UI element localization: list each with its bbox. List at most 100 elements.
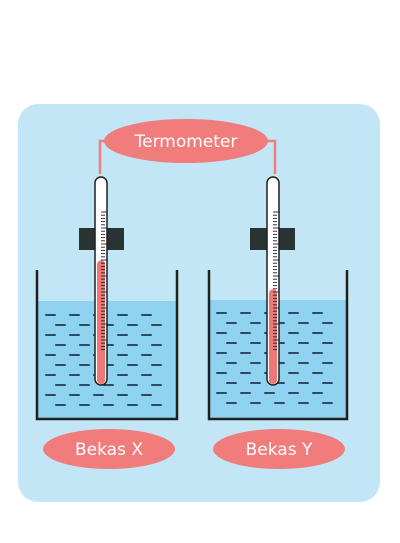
water-mark bbox=[117, 314, 128, 316]
water-mark bbox=[312, 372, 323, 374]
water-mark bbox=[151, 364, 162, 366]
water-mark bbox=[288, 312, 299, 314]
water-mark bbox=[151, 384, 162, 386]
water-mark bbox=[240, 372, 251, 374]
water-mark bbox=[151, 324, 162, 326]
water-mark bbox=[127, 404, 138, 406]
water-mark bbox=[250, 402, 261, 404]
water-mark bbox=[79, 344, 90, 346]
water-mark bbox=[45, 334, 56, 336]
water-mark bbox=[216, 352, 227, 354]
water-mark bbox=[45, 354, 56, 356]
water-mark bbox=[69, 354, 80, 356]
water-mark bbox=[322, 322, 333, 324]
thermometer-y bbox=[250, 176, 295, 386]
water-mark bbox=[55, 364, 66, 366]
water-mark bbox=[79, 384, 90, 386]
beaker-y-label-text: Bekas Y bbox=[246, 440, 313, 460]
water-mark bbox=[240, 392, 251, 394]
water-mark bbox=[103, 384, 114, 386]
water-mark bbox=[117, 334, 128, 336]
water-mark bbox=[226, 362, 237, 364]
beaker-x-outline bbox=[35, 270, 179, 421]
water-mark bbox=[288, 352, 299, 354]
water-mark bbox=[250, 342, 261, 344]
water-mark bbox=[250, 362, 261, 364]
water-mark bbox=[151, 344, 162, 346]
water-mark bbox=[127, 364, 138, 366]
water-mark bbox=[45, 314, 56, 316]
water-mark bbox=[141, 314, 152, 316]
thermometer-y-scale bbox=[273, 211, 279, 351]
thermometer-x-scale bbox=[101, 211, 107, 351]
water-mark bbox=[240, 352, 251, 354]
water-mark bbox=[298, 342, 309, 344]
water-mark bbox=[312, 312, 323, 314]
water-mark bbox=[288, 372, 299, 374]
water-mark bbox=[216, 372, 227, 374]
water-mark bbox=[151, 404, 162, 406]
water-mark bbox=[55, 384, 66, 386]
water-mark bbox=[79, 364, 90, 366]
water-mark bbox=[312, 392, 323, 394]
beaker-x-label-text: Bekas X bbox=[75, 440, 143, 460]
water-mark bbox=[69, 374, 80, 376]
water-mark bbox=[226, 402, 237, 404]
water-mark bbox=[79, 404, 90, 406]
water-mark bbox=[127, 384, 138, 386]
water-mark bbox=[322, 342, 333, 344]
water-mark bbox=[298, 362, 309, 364]
water-mark bbox=[141, 354, 152, 356]
beaker-y-outline bbox=[207, 270, 349, 421]
thermometer-x-mercury bbox=[97, 260, 105, 384]
water-mark bbox=[264, 392, 275, 394]
beaker-y-water-marks bbox=[216, 312, 333, 404]
water-mark bbox=[55, 324, 66, 326]
water-mark bbox=[55, 404, 66, 406]
water-mark bbox=[216, 392, 227, 394]
water-mark bbox=[127, 344, 138, 346]
water-mark bbox=[274, 402, 285, 404]
water-mark bbox=[312, 332, 323, 334]
water-mark bbox=[298, 322, 309, 324]
beaker-y-label: Bekas Y bbox=[213, 429, 345, 469]
water-mark bbox=[288, 332, 299, 334]
beaker-x-label: Bekas X bbox=[43, 429, 175, 469]
water-mark bbox=[322, 382, 333, 384]
water-mark bbox=[298, 402, 309, 404]
water-mark bbox=[45, 394, 56, 396]
water-mark bbox=[117, 374, 128, 376]
water-mark bbox=[240, 312, 251, 314]
water-mark bbox=[298, 382, 309, 384]
water-mark bbox=[103, 404, 114, 406]
water-mark bbox=[93, 394, 104, 396]
water-mark bbox=[226, 382, 237, 384]
thermometer-label-text: Termometer bbox=[134, 132, 238, 152]
water-mark bbox=[312, 352, 323, 354]
water-mark bbox=[216, 332, 227, 334]
water-mark bbox=[240, 332, 251, 334]
water-mark bbox=[127, 324, 138, 326]
water-mark bbox=[79, 324, 90, 326]
water-mark bbox=[216, 312, 227, 314]
water-mark bbox=[288, 392, 299, 394]
water-mark bbox=[117, 354, 128, 356]
water-mark bbox=[322, 402, 333, 404]
water-mark bbox=[250, 322, 261, 324]
water-mark bbox=[55, 344, 66, 346]
water-mark bbox=[226, 342, 237, 344]
water-mark bbox=[69, 314, 80, 316]
water-mark bbox=[141, 334, 152, 336]
water-mark bbox=[141, 394, 152, 396]
water-mark bbox=[322, 362, 333, 364]
water-mark bbox=[69, 394, 80, 396]
water-mark bbox=[250, 382, 261, 384]
water-mark bbox=[45, 374, 56, 376]
thermometer-x bbox=[79, 176, 124, 386]
water-mark bbox=[117, 394, 128, 396]
thermometer-label: Termometer bbox=[104, 119, 268, 163]
water-mark bbox=[226, 322, 237, 324]
water-mark bbox=[141, 374, 152, 376]
water-mark bbox=[69, 334, 80, 336]
